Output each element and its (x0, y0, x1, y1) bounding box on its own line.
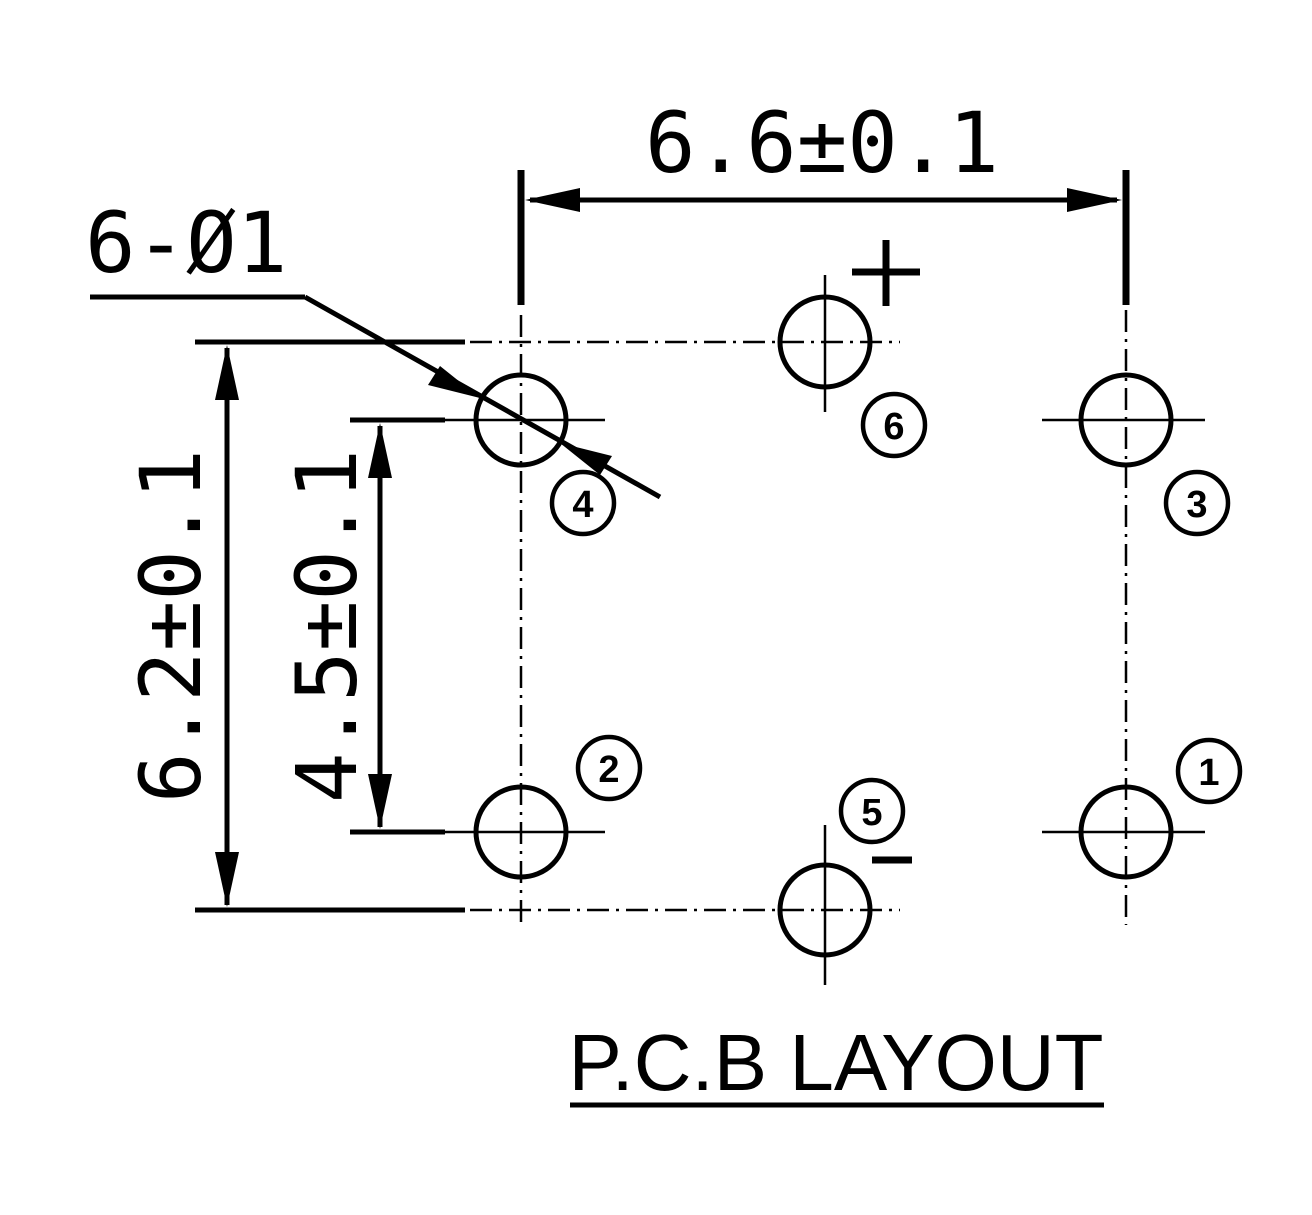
inner-height-label: 4.5±0.1 (278, 449, 376, 803)
center-lines (445, 275, 1205, 985)
page-title: P.C.B LAYOUT (569, 1018, 1104, 1107)
svg-text:4: 4 (572, 484, 593, 526)
plus-sign-icon (852, 240, 920, 306)
width-dimension-label: 6.6±0.1 (645, 94, 999, 192)
svg-text:2: 2 (598, 749, 619, 791)
outer-height-label: 6.2±0.1 (122, 449, 220, 803)
hole-pin-2 (473, 784, 569, 880)
hole-pin-4 (473, 372, 569, 468)
svg-text:5: 5 (861, 792, 882, 834)
inner-height-dimension: 4.5±0.1 (278, 417, 445, 835)
pin-badge-6: 6 (860, 391, 928, 459)
hole-pin-3 (1078, 372, 1174, 468)
svg-text:6: 6 (883, 406, 904, 448)
outer-height-dimension: 6.2±0.1 (122, 339, 465, 913)
hole-pin-6 (777, 294, 873, 390)
pin-badge-1: 1 (1175, 737, 1243, 805)
layout-title: P.C.B LAYOUT (569, 1018, 1104, 1108)
pin-badge-3: 3 (1163, 469, 1231, 537)
hole-pin-5 (777, 862, 873, 958)
pin-badge-4: 4 (549, 469, 617, 537)
polarity-marks: + − (852, 240, 920, 864)
svg-text:3: 3 (1186, 484, 1207, 526)
pin-badges: 4 6 3 2 5 1 (549, 391, 1243, 845)
hole-callout: 6-Ø1 (85, 194, 662, 500)
pin-badge-2: 2 (575, 734, 643, 802)
width-dimension: 6.6±0.1 (517, 94, 1130, 305)
hole-callout-label: 6-Ø1 (85, 194, 287, 292)
holes (473, 294, 1174, 958)
pin-badge-5: 5 (838, 777, 906, 845)
hole-pin-1 (1078, 784, 1174, 880)
svg-text:1: 1 (1198, 752, 1219, 794)
